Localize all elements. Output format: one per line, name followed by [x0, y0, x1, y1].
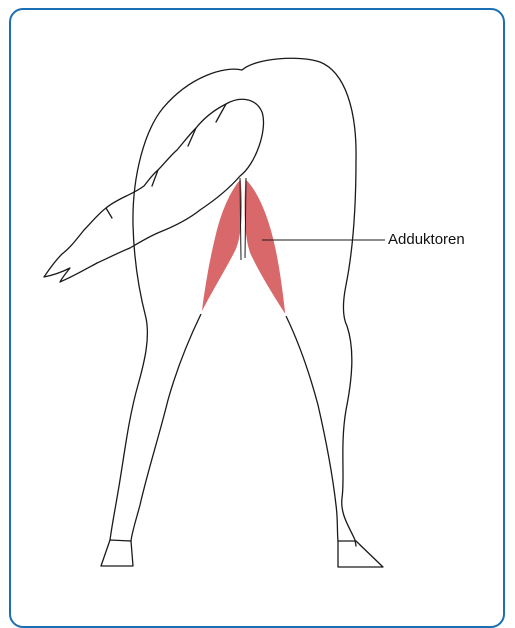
- left-inner-leg-outline: [131, 314, 201, 541]
- right-adductor-muscle: [244, 178, 286, 316]
- left-adductor-muscle: [201, 178, 242, 314]
- right-hoof: [338, 541, 383, 567]
- right-inner-leg-outline: [286, 316, 338, 541]
- left-hoof: [101, 540, 133, 566]
- horse-rear-view-illustration: [0, 0, 515, 602]
- adduktoren-label: Adduktoren: [388, 230, 465, 250]
- adductor-muscles: [201, 178, 286, 316]
